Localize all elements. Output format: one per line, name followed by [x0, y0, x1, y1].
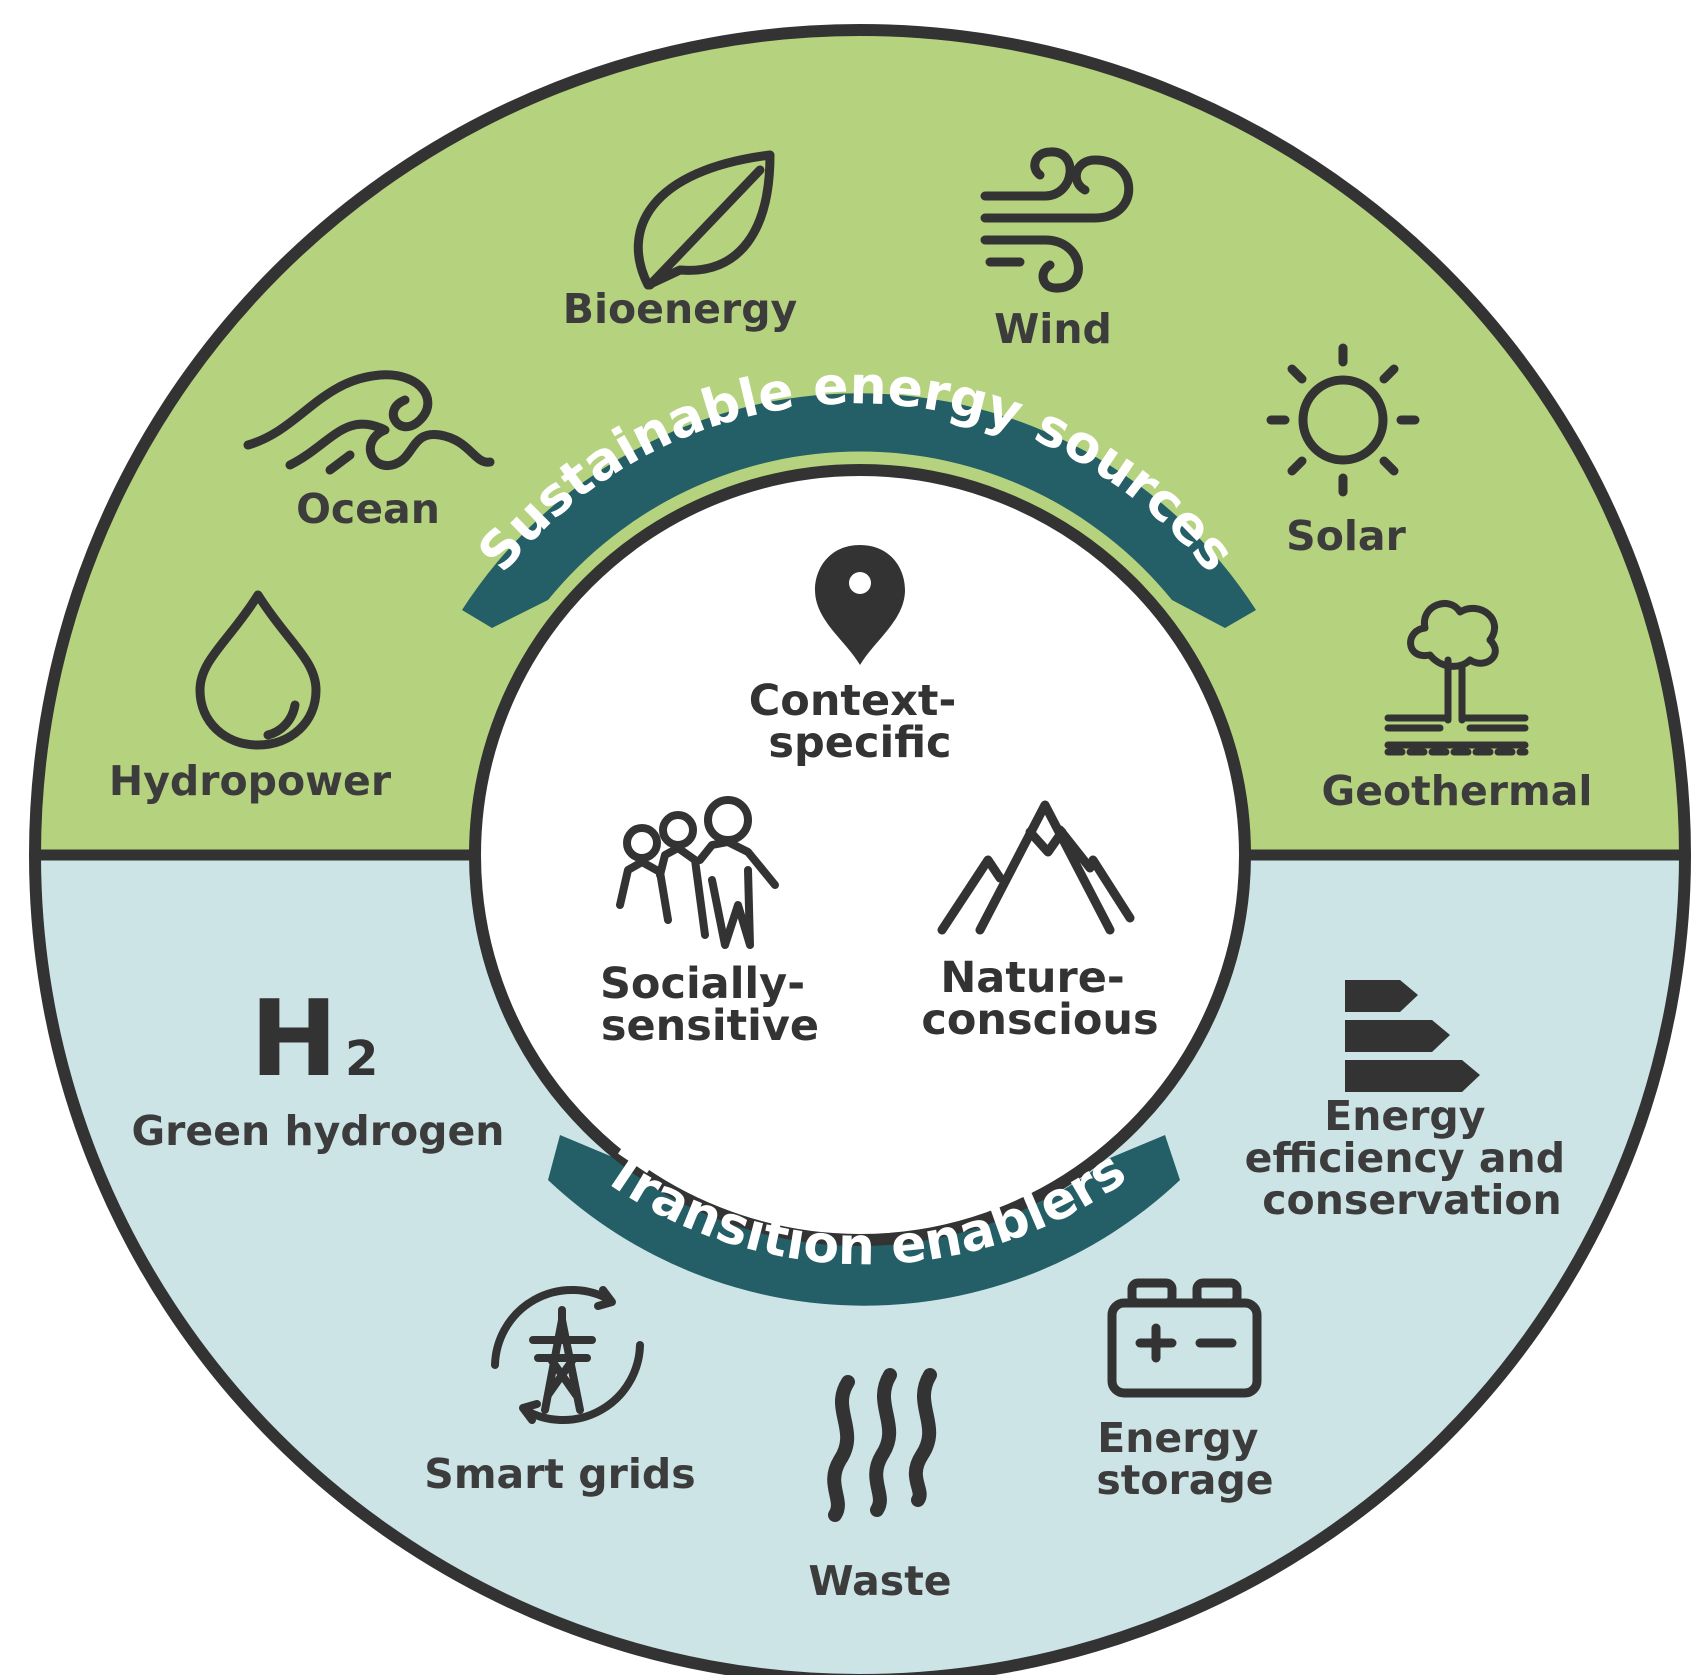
wind-label: Wind: [994, 305, 1112, 353]
waste-label: Waste: [808, 1557, 951, 1605]
wind-icon: [980, 147, 1134, 293]
outer-ring: [29, 24, 1691, 1680]
hydrogen-icon: H 2: [250, 978, 378, 1100]
socially-sensitive-label: Socially- sensitive: [600, 959, 820, 1051]
center-circle: [469, 464, 1251, 1246]
green-hydrogen-label: Green hydrogen: [132, 1107, 505, 1155]
location-pin-icon: [815, 545, 905, 665]
bioenergy-label: Bioenergy: [563, 285, 798, 333]
svg-text:H: H: [250, 978, 338, 1100]
geyser-icon: [1384, 600, 1529, 756]
nature-conscious-label: Nature- conscious: [921, 953, 1158, 1045]
hydropower-label: Hydropower: [109, 757, 392, 805]
sun-icon: [1266, 343, 1420, 497]
smart-grids-label: Smart grids: [424, 1450, 695, 1498]
efficiency-label: Energy efficiency and conservation: [1245, 1092, 1580, 1224]
heat-waves-icon: [827, 1368, 937, 1522]
sources-banner-band: [462, 393, 1256, 628]
people-icon: [616, 796, 779, 949]
geothermal-label: Geothermal: [1322, 767, 1593, 815]
mountain-icon: [937, 800, 1135, 935]
enablers-banner-band: [548, 1135, 1180, 1306]
battery-icon: [1107, 1278, 1262, 1398]
context-specific-label: Context- specific: [749, 676, 972, 768]
efficiency-bars-icon: [1345, 980, 1480, 1092]
water-drop-icon: [195, 590, 321, 750]
energy-storage-label: Energy storage: [1096, 1414, 1273, 1504]
leaf-icon: [633, 150, 775, 290]
svg-text:2: 2: [345, 1031, 378, 1087]
wave-icon: [243, 370, 495, 475]
pylon-icon: [491, 1286, 644, 1424]
ocean-label: Ocean: [296, 485, 440, 533]
solar-label: Solar: [1286, 512, 1406, 560]
